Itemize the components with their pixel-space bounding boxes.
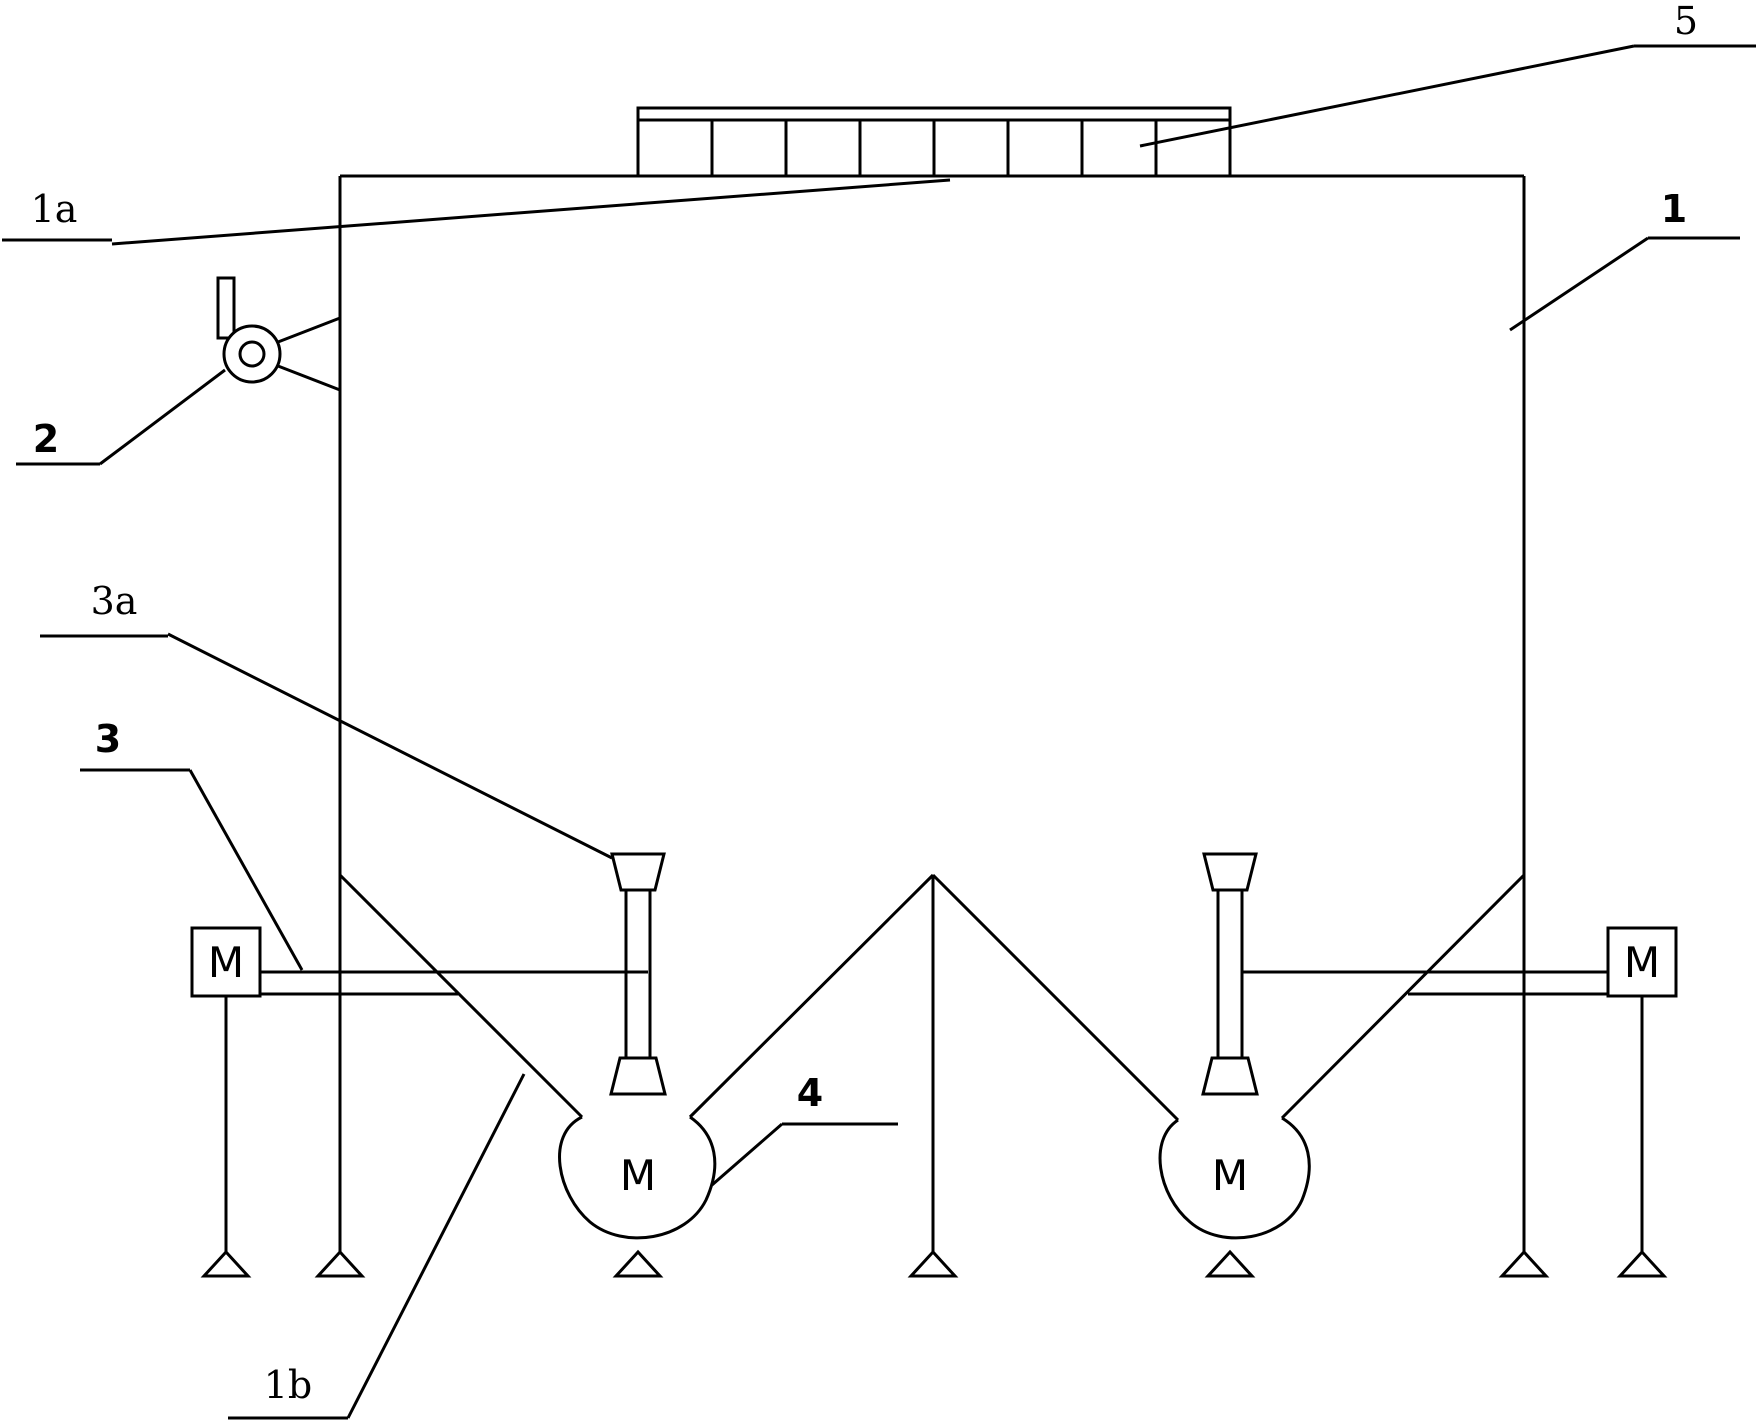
support-triangle bbox=[1616, 1249, 1668, 1278]
label-4: 4 bbox=[797, 1071, 823, 1115]
leader-2 bbox=[99, 368, 226, 466]
label-1b: 1b bbox=[264, 1363, 313, 1407]
right-nozzle bbox=[1201, 852, 1259, 1096]
label-3a: 3a bbox=[91, 579, 138, 623]
label-2: 2 bbox=[33, 417, 59, 461]
leader-3 bbox=[188, 769, 304, 971]
support-triangle bbox=[314, 1249, 366, 1278]
label-3: 3 bbox=[95, 717, 121, 761]
support-triangle bbox=[200, 1249, 252, 1278]
leader-4 bbox=[711, 1122, 783, 1187]
label-1a: 1a bbox=[31, 187, 78, 231]
right-side-motor-symbol: M bbox=[1624, 938, 1660, 987]
support-triangle bbox=[1204, 1249, 1256, 1278]
fan bbox=[216, 276, 341, 392]
support-triangle bbox=[907, 1249, 959, 1278]
support-triangle bbox=[1498, 1249, 1550, 1278]
leader-1b bbox=[346, 1073, 526, 1419]
leader-1a bbox=[111, 178, 951, 246]
left-side-motor-assembly: M bbox=[190, 926, 648, 1252]
right-bottom-motor: M bbox=[1158, 1116, 1311, 1240]
main-body bbox=[338, 174, 1526, 1262]
left-bottom-motor: M bbox=[558, 1115, 717, 1240]
top-panel bbox=[636, 106, 1232, 178]
supports bbox=[200, 1249, 1668, 1278]
left-side-motor-symbol: M bbox=[208, 938, 244, 987]
right-side-motor-assembly: M bbox=[1242, 926, 1678, 1252]
label-5: 5 bbox=[1674, 0, 1698, 43]
leader-5 bbox=[1139, 44, 1635, 148]
labels: 5 1a 1 2 3a 3 4 1b bbox=[31, 0, 1699, 1407]
right-bottom-motor-symbol: M bbox=[1212, 1151, 1248, 1200]
leader-lines bbox=[2, 44, 1756, 1420]
leader-3a bbox=[167, 632, 613, 860]
support-triangle bbox=[612, 1249, 664, 1278]
left-nozzle bbox=[609, 852, 667, 1096]
hopper-bottom bbox=[338, 873, 1526, 1262]
leader-1 bbox=[1509, 236, 1649, 332]
left-bottom-motor-symbol: M bbox=[620, 1151, 656, 1200]
label-1: 1 bbox=[1661, 187, 1687, 231]
